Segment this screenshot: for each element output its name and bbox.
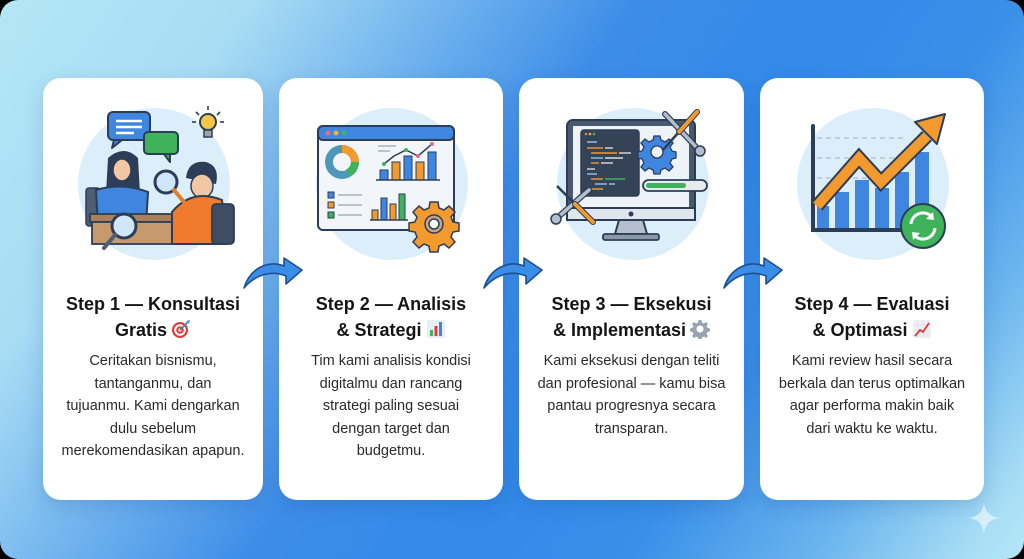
step-4-title: Step 4 — Evaluasi & Optimasi — [760, 291, 984, 346]
step-card-4: Step 4 — Evaluasi & Optimasi Kami review… — [760, 78, 984, 500]
step-4-description: Kami review hasil secara berkala dan ter… — [778, 353, 966, 437]
curved-arrow-right-icon — [483, 257, 543, 289]
step-title-line-1: Step 3 — Eksekusi — [551, 294, 712, 314]
step-card-1: Step 1 — Konsultasi Gratis Ceritakan bis… — [43, 78, 263, 500]
analytics-dashboard-icon — [317, 125, 460, 253]
step-title-line-1: Step 4 — Evaluasi — [794, 294, 950, 314]
step-card-2: Step 2 — Analisis & Strategi Tim kami an… — [279, 78, 503, 500]
step-title-line-1: Step 2 — Analisis — [315, 294, 467, 314]
step-card-3: Step 3 — Eksekusi & Implementasi Kami ek… — [519, 78, 744, 500]
monitor-with-tools-icon — [549, 109, 708, 241]
step-3-description: Kami eksekusi dengan teliti dan profesio… — [537, 353, 726, 437]
step-title-line-2: & Optimasi — [812, 320, 908, 340]
chart-increasing-icon — [912, 319, 932, 346]
analytics-illustration — [306, 100, 476, 265]
execution-illustration — [547, 100, 717, 265]
curved-arrow-right-icon — [243, 257, 303, 289]
step-3-title: Step 3 — Eksekusi & Implementasi — [519, 291, 744, 346]
consultation-meeting-icon — [85, 106, 235, 250]
target-icon — [171, 319, 191, 346]
step-2-description: Tim kami analisis kondisi digitalmu dan … — [311, 353, 471, 459]
step-title-line-1: Step 1 — Konsultasi — [65, 294, 241, 314]
step-title-line-2: Gratis — [114, 320, 168, 340]
step-title-line-2: & Strategi — [336, 320, 422, 340]
step-1-description: Ceritakan bisnismu, tantanganmu, dan tuj… — [61, 353, 245, 459]
curved-arrow-right-icon — [723, 257, 783, 289]
gear-icon — [690, 319, 711, 346]
consultation-illustration — [68, 100, 238, 265]
growth-chart-refresh-icon — [811, 113, 946, 249]
step-2-title: Step 2 — Analisis & Strategi — [279, 291, 503, 346]
bar-chart-icon — [426, 319, 446, 346]
step-title-line-2: & Implementasi — [552, 320, 687, 340]
evaluation-illustration — [787, 100, 957, 265]
step-1-title: Step 1 — Konsultasi Gratis — [43, 291, 263, 346]
sparkle-icon — [968, 502, 1000, 534]
